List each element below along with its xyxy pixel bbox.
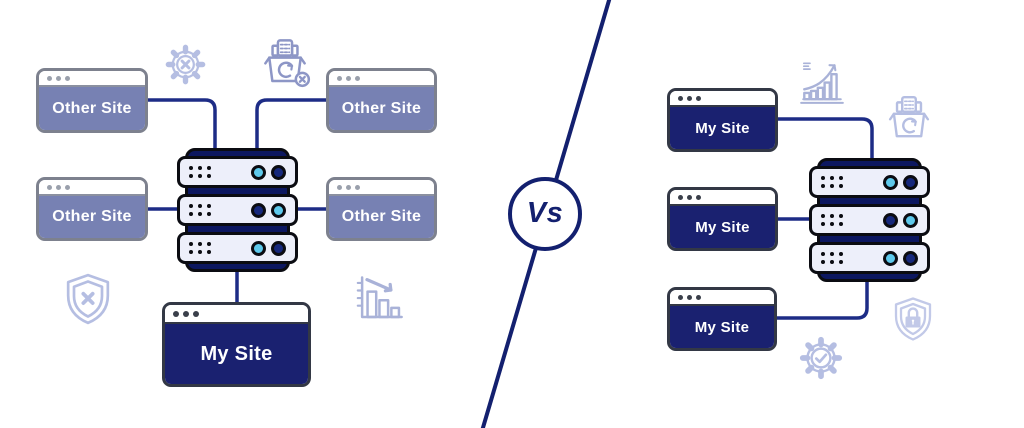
window-dot	[173, 310, 179, 317]
indicator-light	[903, 174, 918, 190]
server-unit	[177, 232, 298, 264]
browser-titlebar	[670, 290, 774, 306]
indicator-light	[903, 212, 918, 228]
server-vent-dots	[189, 242, 211, 254]
vs-label: Vs	[526, 196, 564, 229]
browser-titlebar	[329, 71, 434, 87]
window-dot	[193, 310, 199, 317]
indicator-light	[271, 164, 286, 180]
browser-label: Other Site	[39, 196, 145, 238]
server-unit	[809, 166, 930, 198]
server-vent-dots	[189, 204, 211, 216]
indicator-light	[903, 250, 918, 266]
server-stack-dedicated	[809, 158, 930, 282]
window-dot	[56, 184, 61, 190]
growth-chart-icon	[800, 62, 844, 104]
shield-lock-icon	[894, 297, 932, 341]
window-dot	[47, 75, 52, 81]
window-dot	[337, 75, 342, 81]
browser-window-other-site-4: Other Site	[326, 177, 437, 241]
browser-titlebar	[39, 180, 145, 196]
browser-titlebar	[165, 305, 308, 324]
browser-label: My Site	[670, 206, 775, 248]
window-dot	[696, 194, 701, 200]
browser-titlebar	[39, 71, 145, 87]
server-vent-dots	[189, 166, 211, 178]
browser-label: Other Site	[329, 87, 434, 130]
declining-chart-icon	[356, 276, 403, 319]
window-dot	[687, 294, 692, 300]
server-unit	[809, 204, 930, 236]
browser-titlebar	[670, 190, 775, 206]
window-dot	[183, 310, 189, 317]
window-dot	[687, 95, 692, 101]
window-dot	[56, 75, 61, 81]
gear-check-icon	[799, 336, 843, 380]
wire-mysite1-server	[776, 117, 874, 164]
browser-window-my-site-left: My Site	[162, 302, 311, 387]
window-dot	[355, 75, 360, 81]
indicator-light	[883, 250, 898, 266]
indicator-light	[883, 174, 898, 190]
browser-window-other-site-1: Other Site	[36, 68, 148, 133]
browser-label: Other Site	[329, 196, 434, 238]
browser-label: My Site	[165, 324, 308, 384]
indicator-light	[271, 240, 286, 256]
window-dot	[65, 75, 70, 81]
shield-x-icon	[66, 273, 110, 325]
window-dot	[687, 194, 692, 200]
browser-titlebar	[670, 91, 775, 107]
window-dot	[678, 194, 683, 200]
window-dot	[696, 95, 701, 101]
gear-x-icon	[165, 44, 206, 85]
browser-window-my-site-3: My Site	[667, 287, 777, 351]
wire-mysite3-server	[775, 276, 869, 320]
window-dot	[346, 184, 351, 190]
wire-other1-server	[146, 98, 217, 152]
browser-label: My Site	[670, 107, 775, 149]
server-vent-dots	[821, 252, 843, 264]
server-unit	[177, 194, 298, 226]
indicator-light	[271, 202, 286, 218]
window-dot	[65, 184, 70, 190]
browser-label: Other Site	[39, 87, 145, 130]
browser-window-other-site-2: Other Site	[326, 68, 437, 133]
server-vent-dots	[821, 176, 843, 188]
window-dot	[678, 95, 683, 101]
backup-failed-icon	[264, 39, 311, 88]
window-dot	[346, 75, 351, 81]
window-dot	[47, 184, 52, 190]
wire-other2-server	[255, 98, 328, 152]
backup-restore-icon	[888, 95, 930, 138]
window-dot	[696, 294, 701, 300]
indicator-light	[883, 212, 898, 228]
server-vent-dots	[821, 214, 843, 226]
browser-window-my-site-1: My Site	[667, 88, 778, 152]
window-dot	[678, 294, 683, 300]
server-unit	[809, 242, 930, 274]
server-stack-shared	[177, 148, 298, 272]
server-unit	[177, 156, 298, 188]
window-dot	[337, 184, 342, 190]
browser-window-my-site-2: My Site	[667, 187, 778, 251]
vs-badge: Vs	[508, 177, 582, 251]
browser-window-other-site-3: Other Site	[36, 177, 148, 241]
indicator-light	[251, 240, 266, 256]
browser-titlebar	[329, 180, 434, 196]
browser-label: My Site	[670, 306, 774, 348]
window-dot	[355, 184, 360, 190]
indicator-light	[251, 164, 266, 180]
indicator-light	[251, 202, 266, 218]
